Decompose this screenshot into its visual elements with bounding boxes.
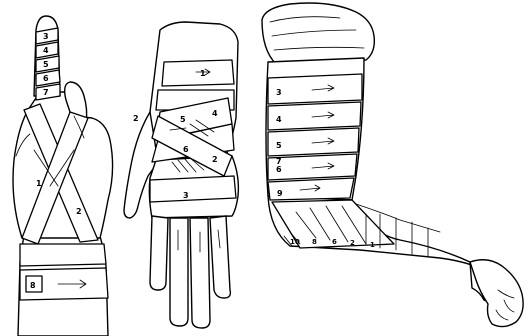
elbow-turn-7: 7 [276,157,282,166]
elbow-turn-3: 3 [276,88,282,97]
wrist-turn-8: 8 [30,281,36,290]
hand-turn-1: 1 [36,179,42,188]
forearm-turn-10: 10 [290,238,300,246]
forearm-turn-1: 1 [370,241,375,249]
elbow-spiral-bandage-figure: 3 4 5 6 7 9 10 8 6 2 1 [262,3,523,327]
elbow-turn-9: 9 [277,189,283,198]
hand-turn-2: 2 [76,207,82,216]
finger-turn-5: 5 [43,60,49,69]
finger-turn-6: 6 [43,74,49,83]
thumb-turn-2: 2 [133,114,139,123]
wrist-turn-1: 1 [200,69,206,78]
hand-turn-2b: 2 [212,155,218,164]
finger-spiral-bandage-figure: 3 4 5 6 7 1 2 8 [13,16,113,336]
elbow-turn-5: 5 [276,141,282,150]
hand-turn-3: 3 [183,191,189,200]
hand-figure-eight-bandage-figure: 1 2 5 4 6 3 2 [124,22,238,328]
forearm-turn-6: 6 [332,238,337,246]
hand-turn-5: 5 [180,115,186,124]
elbow-turn-4: 4 [276,115,282,124]
forearm-turn-8: 8 [312,238,317,246]
hand-turn-4: 4 [212,109,218,118]
forearm-turn-2: 2 [350,239,355,247]
finger-turn-4: 4 [43,46,49,55]
elbow-turn-6: 6 [276,165,282,174]
hand-turn-6: 6 [183,145,189,154]
finger-turn-3: 3 [43,32,49,41]
finger-turn-7: 7 [43,88,49,97]
